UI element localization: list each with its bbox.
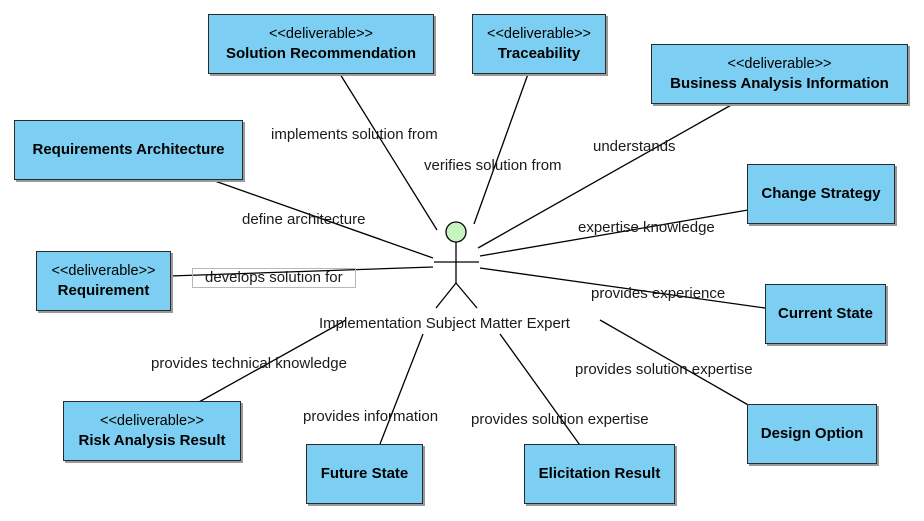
stereotype-label: <<deliverable>>	[100, 413, 204, 429]
label-provides-information: provides information	[303, 408, 439, 425]
actor-right-leg	[455, 282, 478, 309]
line-risk-analysis-result	[198, 319, 347, 403]
line-change-strategy	[479, 209, 749, 257]
label-define-architecture: define architecture	[242, 211, 366, 228]
box-title: Traceability	[497, 45, 581, 62]
label-understands: understands	[593, 138, 676, 155]
box-title: Requirements Architecture	[32, 141, 225, 158]
line-future-state	[379, 333, 424, 445]
label-develops-solution: develops solution for	[192, 268, 356, 288]
label-expertise-knowledge: expertise knowledge	[578, 219, 715, 236]
box-title: Solution Recommendation	[225, 45, 416, 62]
label-provides-technical-knowledge: provides technical knowledge	[151, 355, 347, 372]
box-requirement[interactable]: <<deliverable>> Requirement	[36, 251, 171, 311]
line-requirements-architecture	[211, 179, 434, 259]
actor-left-leg	[435, 282, 457, 309]
box-title: Elicitation Result	[538, 465, 661, 482]
box-title: Design Option	[760, 425, 864, 442]
actor-name: Implementation Subject Matter Expert	[319, 315, 570, 332]
actor-figure	[434, 221, 479, 309]
box-solution-recommendation[interactable]: <<deliverable>> Solution Recommendation	[208, 14, 434, 74]
box-future-state[interactable]: Future State	[306, 444, 423, 504]
line-design-option	[599, 319, 751, 407]
actor-head	[445, 221, 467, 243]
box-title: Current State	[777, 305, 874, 322]
box-elicitation-result[interactable]: Elicitation Result	[524, 444, 675, 504]
label-provides-solution-expertise-elicitation: provides solution expertise	[471, 411, 649, 428]
label-provides-solution-expertise-design: provides solution expertise	[575, 361, 753, 378]
box-title: Business Analysis Information	[670, 75, 889, 92]
line-business-analysis-information	[477, 103, 734, 249]
stereotype-label: <<deliverable>>	[727, 56, 832, 72]
label-verifies: verifies solution from	[424, 157, 562, 174]
box-title: Risk Analysis Result	[78, 432, 226, 449]
box-change-strategy[interactable]: Change Strategy	[747, 164, 895, 224]
box-title: Future State	[320, 465, 409, 482]
box-traceability[interactable]: <<deliverable>> Traceability	[472, 14, 606, 74]
box-business-analysis-information[interactable]: <<deliverable>> Business Analysis Inform…	[651, 44, 908, 104]
label-provides-experience: provides experience	[591, 285, 726, 302]
box-title: Change Strategy	[761, 185, 881, 202]
box-current-state[interactable]: Current State	[765, 284, 886, 344]
box-title: Requirement	[57, 282, 150, 299]
line-elicitation-result	[499, 333, 583, 449]
line-solution-recommendation	[339, 73, 438, 231]
box-requirements-architecture[interactable]: Requirements Architecture	[14, 120, 243, 180]
box-design-option[interactable]: Design Option	[747, 404, 877, 464]
label-implements: implements solution from	[271, 126, 438, 143]
line-requirement	[169, 266, 434, 277]
line-traceability	[473, 73, 529, 225]
stereotype-label: <<deliverable>>	[51, 263, 156, 279]
line-current-state	[479, 267, 766, 309]
stereotype-label: <<deliverable>>	[487, 26, 591, 42]
box-risk-analysis-result[interactable]: <<deliverable>> Risk Analysis Result	[63, 401, 241, 461]
stereotype-label: <<deliverable>>	[269, 26, 373, 42]
